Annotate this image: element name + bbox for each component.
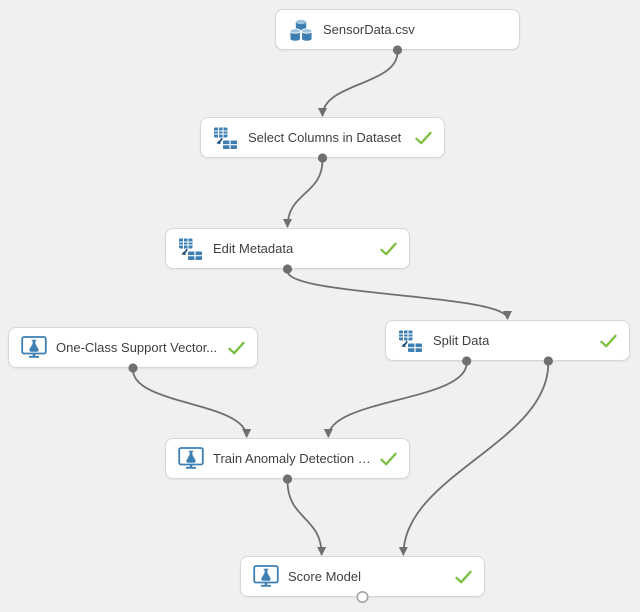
connection-edge[interactable] — [132, 369, 252, 438]
model-icon — [21, 335, 47, 361]
transform-icon — [178, 236, 204, 262]
success-check-icon — [380, 452, 397, 466]
transform-icon — [213, 125, 239, 151]
success-check-icon — [380, 242, 397, 256]
success-check-icon — [228, 341, 245, 355]
node-score-model[interactable]: Score Model — [240, 556, 485, 597]
dataset-icon — [288, 17, 314, 43]
node-one-class-support-vector[interactable]: One-Class Support Vector... — [8, 327, 258, 368]
node-train-anomaly-detection-model[interactable]: Train Anomaly Detection M... — [165, 438, 410, 479]
success-check-icon — [600, 334, 617, 348]
node-select-columns-in-dataset[interactable]: Select Columns in Dataset — [200, 117, 445, 158]
connection-edge[interactable] — [286, 480, 327, 556]
connection-edge[interactable] — [398, 362, 550, 556]
node-label: One-Class Support Vector... — [56, 340, 218, 355]
connection-edge[interactable] — [283, 159, 324, 228]
node-label: Score Model — [288, 569, 361, 584]
node-edit-metadata[interactable]: Edit Metadata — [165, 228, 410, 269]
node-label: Split Data — [433, 333, 490, 348]
node-label: SensorData.csv — [323, 22, 415, 37]
connection-edge[interactable] — [286, 270, 512, 320]
transform-icon — [398, 328, 424, 354]
model-icon — [178, 446, 204, 472]
node-label: Edit Metadata — [213, 241, 294, 256]
model-icon — [253, 564, 279, 590]
success-check-icon — [455, 570, 472, 584]
node-label: Select Columns in Dataset — [248, 130, 402, 145]
node-sensordata-csv[interactable]: SensorData.csv — [275, 9, 520, 50]
success-check-icon — [415, 131, 432, 145]
node-split-data[interactable]: Split Data — [385, 320, 630, 361]
connection-edge[interactable] — [323, 362, 468, 438]
node-label: Train Anomaly Detection M... — [213, 451, 371, 466]
connection-edge[interactable] — [318, 51, 399, 117]
